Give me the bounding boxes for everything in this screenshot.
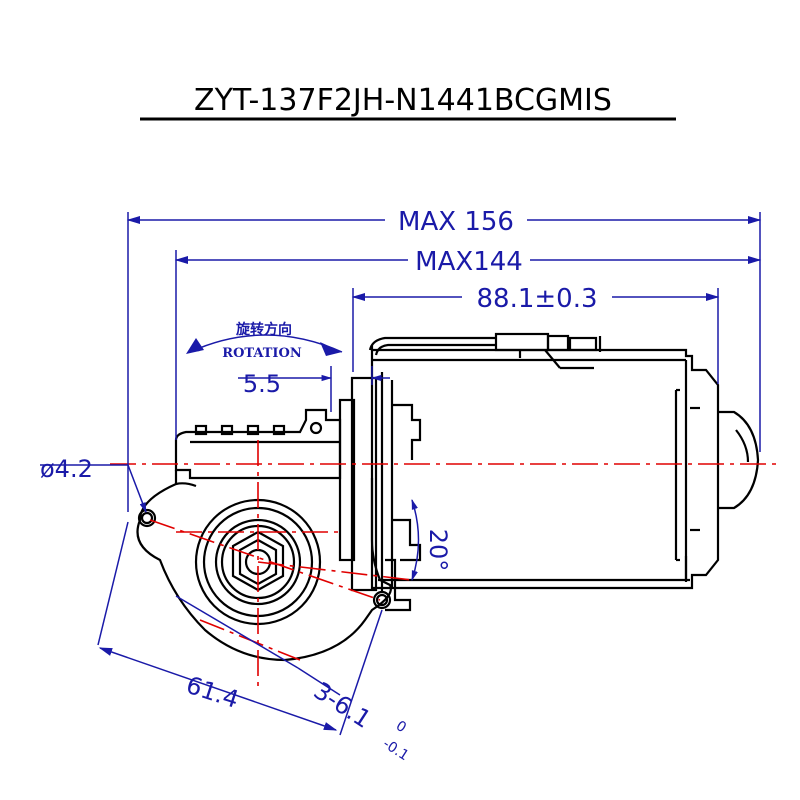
- dim-angle: 20°: [424, 529, 452, 572]
- dim-motor-length: 88.1±0.3: [476, 284, 597, 314]
- dimension-lines: [40, 212, 762, 736]
- rotation-cn-label: 旋转方向: [235, 321, 292, 338]
- dim-max-overall: MAX 156: [398, 207, 514, 237]
- dim-hex-size: 3-6.1: [309, 677, 376, 734]
- dim-tol-upper: 0: [393, 718, 409, 736]
- dim-tol-lower: -0.1: [380, 736, 412, 764]
- dim-hole-span: 61.4: [183, 671, 242, 714]
- part-number-title: ZYT-137F2JH-N1441BCGMIS: [194, 83, 612, 118]
- dim-offset: 5.5: [243, 370, 281, 398]
- dim-hole-diameter: ø4.2: [40, 455, 93, 483]
- dim-max-body: MAX144: [415, 247, 523, 277]
- rotation-en-label: ROTATION: [222, 346, 302, 361]
- rotation-arrow-icon: [186, 338, 342, 356]
- motor-outline: [136, 332, 760, 662]
